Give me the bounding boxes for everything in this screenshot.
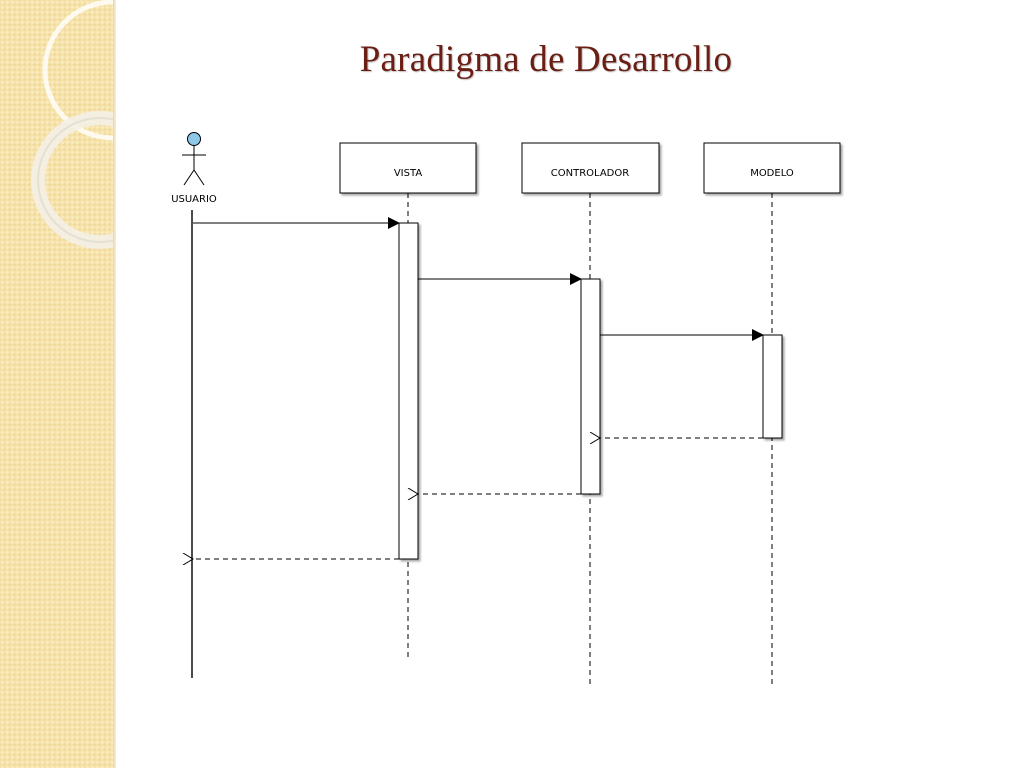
lifeline-label: CONTROLADOR xyxy=(551,168,629,179)
activation-bar xyxy=(580,278,601,495)
lifeline-label: VISTA xyxy=(394,168,422,179)
activation-bar xyxy=(398,222,419,560)
actor-head xyxy=(187,132,201,146)
decorative-sidebar xyxy=(0,0,113,768)
page-title: Paradigma de Desarrollo xyxy=(359,39,733,80)
lifeline-box xyxy=(521,142,660,194)
lifeline-controlador: CONTROLADOR xyxy=(521,142,660,684)
lifeline-vista: VISTA xyxy=(339,142,477,658)
lifeline-modelo: MODELO xyxy=(703,142,841,686)
lifeline-label: MODELO xyxy=(750,168,794,179)
lifeline-box xyxy=(339,142,477,194)
decorative-circles xyxy=(31,0,113,249)
activation-bar xyxy=(762,334,783,439)
actor-usuario: USUARIO xyxy=(171,132,217,678)
actor-label: USUARIO xyxy=(171,194,217,205)
sidebar-edge xyxy=(113,0,116,768)
